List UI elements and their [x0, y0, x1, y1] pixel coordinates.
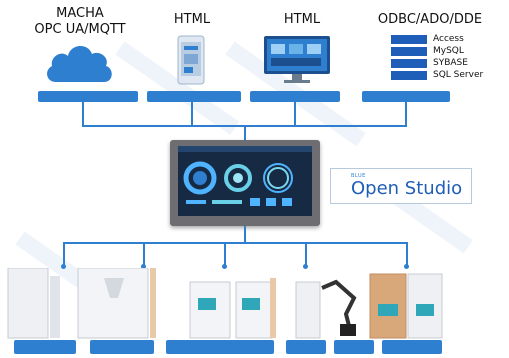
top-bar-tablet	[147, 91, 241, 102]
brand-main-text: Open Studio	[351, 178, 463, 199]
connector-line	[63, 242, 65, 266]
database-label: MySQL	[433, 46, 464, 56]
macha-label: MACHA	[56, 6, 104, 21]
database-label: SYBASE	[433, 58, 468, 68]
connector-line	[82, 102, 84, 126]
top-bar-cloud	[38, 91, 138, 102]
machine-icon	[7, 268, 443, 339]
hmi-dashboard-icon	[178, 146, 312, 206]
database-label: Access	[433, 34, 464, 44]
tablet-icon	[177, 35, 205, 85]
database-item: SQL Server	[391, 70, 483, 81]
database-box	[391, 59, 427, 68]
brand-small-text: BLUE	[351, 173, 366, 179]
opc-label: OPC UA/MQTT	[34, 22, 126, 37]
bottom-bar-6	[382, 340, 442, 354]
connector-line	[244, 125, 246, 140]
odbc-label: ODBC/ADO/DDE	[377, 12, 483, 27]
database-item: MySQL	[391, 46, 483, 57]
monitor-icon	[264, 36, 330, 83]
connector-line	[191, 102, 193, 126]
connector-dot	[303, 264, 308, 269]
hmi-panel	[170, 140, 320, 226]
connector-line	[244, 226, 246, 243]
top-bar-monitor	[250, 91, 340, 102]
connector-dot	[61, 264, 66, 269]
connector-line	[63, 242, 408, 244]
connector-dot	[141, 264, 146, 269]
open-studio-brand: BLUE Open Studio	[330, 168, 472, 204]
html-label-2: HTML	[283, 12, 321, 27]
bottom-bar-5	[334, 340, 374, 354]
database-label: SQL Server	[433, 70, 484, 80]
connector-line	[143, 242, 145, 266]
database-box	[391, 71, 427, 80]
database-list: Access MySQL SYBASE SQL Server	[391, 34, 483, 82]
connector-line	[305, 242, 307, 266]
html-label-1: HTML	[173, 12, 211, 27]
connector-dot	[222, 264, 227, 269]
database-box	[391, 35, 427, 44]
database-item: SYBASE	[391, 58, 483, 69]
cloud-icon	[47, 45, 112, 82]
top-bar-database	[362, 91, 450, 102]
bottom-bar-2	[90, 340, 154, 354]
connector-line	[224, 242, 226, 266]
connector-line	[294, 102, 296, 126]
bottom-bar-1	[14, 340, 76, 354]
hmi-screen	[178, 146, 312, 216]
connector-line	[406, 242, 408, 266]
database-item: Access	[391, 34, 483, 45]
bottom-bar-4	[286, 340, 326, 354]
connector-dot	[404, 264, 409, 269]
bottom-bar-3	[166, 340, 274, 354]
connector-line	[405, 102, 407, 126]
database-box	[391, 47, 427, 56]
